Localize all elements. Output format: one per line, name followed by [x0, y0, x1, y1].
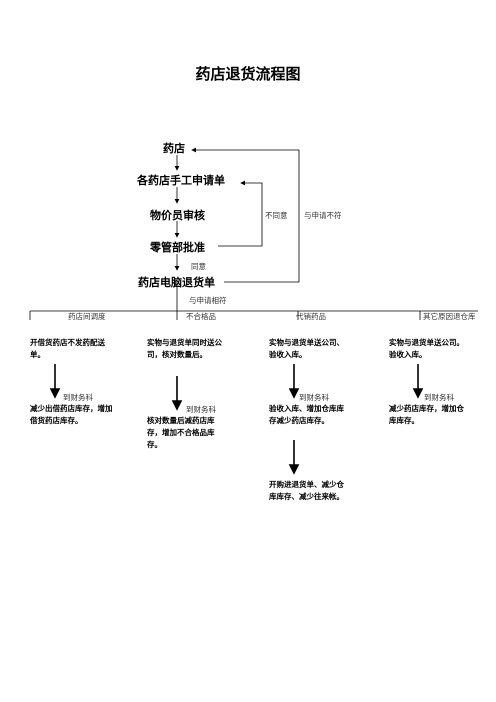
branch1-step1: 开借货药店不发药配送单。 — [30, 338, 105, 359]
branch-name-4: 其它原因退仓库 — [423, 312, 476, 321]
branch1-to-finance: 到财务科 — [63, 393, 93, 402]
label-agree: 同意 — [191, 262, 206, 271]
node-price-review: 物价员审核 — [150, 209, 205, 222]
arrow-branch2-step — [171, 400, 183, 411]
branch2-step2: 核对数量后减药店库存，增加不合格品库存。 — [147, 416, 215, 449]
branch2-to-finance: 到财务科 — [186, 405, 216, 414]
node-pharmacy: 药店 — [163, 142, 185, 155]
page-title: 药店退货流程图 — [195, 65, 301, 83]
branch-name-2: 不合格品 — [186, 312, 216, 321]
label-match: 与申请相符 — [189, 296, 227, 305]
label-mismatch: 与申请不符 — [304, 211, 342, 220]
branch2-step1: 实物与退货单同时送公司，核对数量后。 — [147, 338, 222, 359]
label-disagree: 不同意 — [265, 211, 288, 220]
branch3-step1: 实物与退货单送公司、验收入库。 — [269, 338, 344, 359]
arrow-branch1-step — [49, 388, 61, 399]
loop-mismatch — [191, 147, 300, 283]
node-manual-request: 各药店手工申请单 — [137, 174, 225, 187]
arrow-branch4-step — [412, 388, 424, 399]
arrow-branch3-step2 — [288, 464, 300, 475]
branch-name-3: 代销药品 — [296, 312, 326, 321]
node-retail-approval: 零管部批准 — [150, 241, 205, 254]
arrow-branch3-step — [288, 388, 300, 399]
branch4-step1: 实物与退货单送公司。验收入库。 — [389, 338, 464, 359]
branch3-to-finance: 到财务科 — [299, 393, 329, 402]
node-electronic-return: 药店电脑退货单 — [138, 276, 215, 289]
branch3-step2: 验收入库、增加仓库库存减少药店库存。 — [269, 404, 344, 425]
branch3-step3: 开购进退货单、减少仓库库存、减少往来帐。 — [269, 480, 344, 501]
branch-name-1: 药店间调度 — [68, 312, 106, 321]
branch1-step2: 减少出借药店库存，增加借货药店库存。 — [30, 404, 113, 425]
branch4-to-finance: 到财务科 — [424, 393, 454, 402]
branch4-step2: 减少药店库存，增加仓库库存。 — [389, 404, 464, 425]
loop-disagree — [218, 180, 263, 247]
